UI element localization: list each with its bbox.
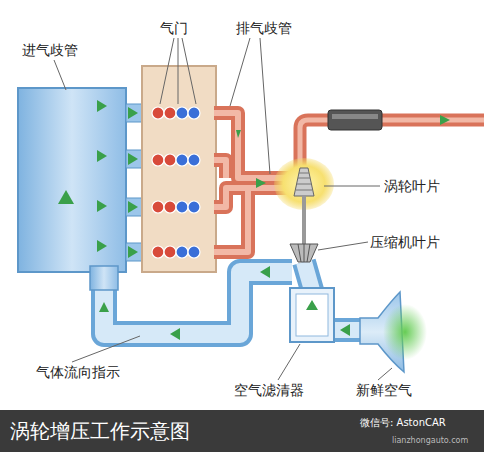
valve xyxy=(152,107,164,119)
valve xyxy=(164,246,176,258)
part-label: 气门 xyxy=(160,20,188,36)
part-label: 新鲜空气 xyxy=(356,382,412,398)
muffler xyxy=(328,110,382,130)
caption-band xyxy=(0,410,484,452)
part-label: 涡轮叶片 xyxy=(384,178,440,194)
valve xyxy=(152,201,164,213)
watermark: 微信号: AstonCAR xyxy=(360,416,446,430)
valve xyxy=(188,246,200,258)
valve xyxy=(176,107,188,119)
cylinder-head xyxy=(142,66,216,272)
valve xyxy=(188,201,200,213)
watermark: lianzhongauto.com xyxy=(392,436,468,445)
part-label: 进气歧管 xyxy=(22,42,78,58)
part-label: 气体流向指示 xyxy=(36,364,120,380)
intake-manifold xyxy=(18,88,126,272)
valve xyxy=(152,246,164,258)
shaft xyxy=(302,196,306,244)
part-label: 排气歧管 xyxy=(236,20,292,36)
part-label: 空气滤清器 xyxy=(234,382,304,398)
valve xyxy=(188,154,200,166)
valve xyxy=(164,201,176,213)
valve xyxy=(164,107,176,119)
leader-lines xyxy=(54,38,392,380)
flow-arrows xyxy=(58,100,450,340)
valve xyxy=(176,154,188,166)
valve xyxy=(176,201,188,213)
compressor xyxy=(290,244,318,262)
air-filter xyxy=(290,288,334,342)
part-label: 压缩机叶片 xyxy=(370,234,440,250)
valve xyxy=(152,154,164,166)
valve xyxy=(164,154,176,166)
valve xyxy=(188,107,200,119)
valve xyxy=(176,246,188,258)
caption: 涡轮增压工作示意图 xyxy=(10,418,190,445)
